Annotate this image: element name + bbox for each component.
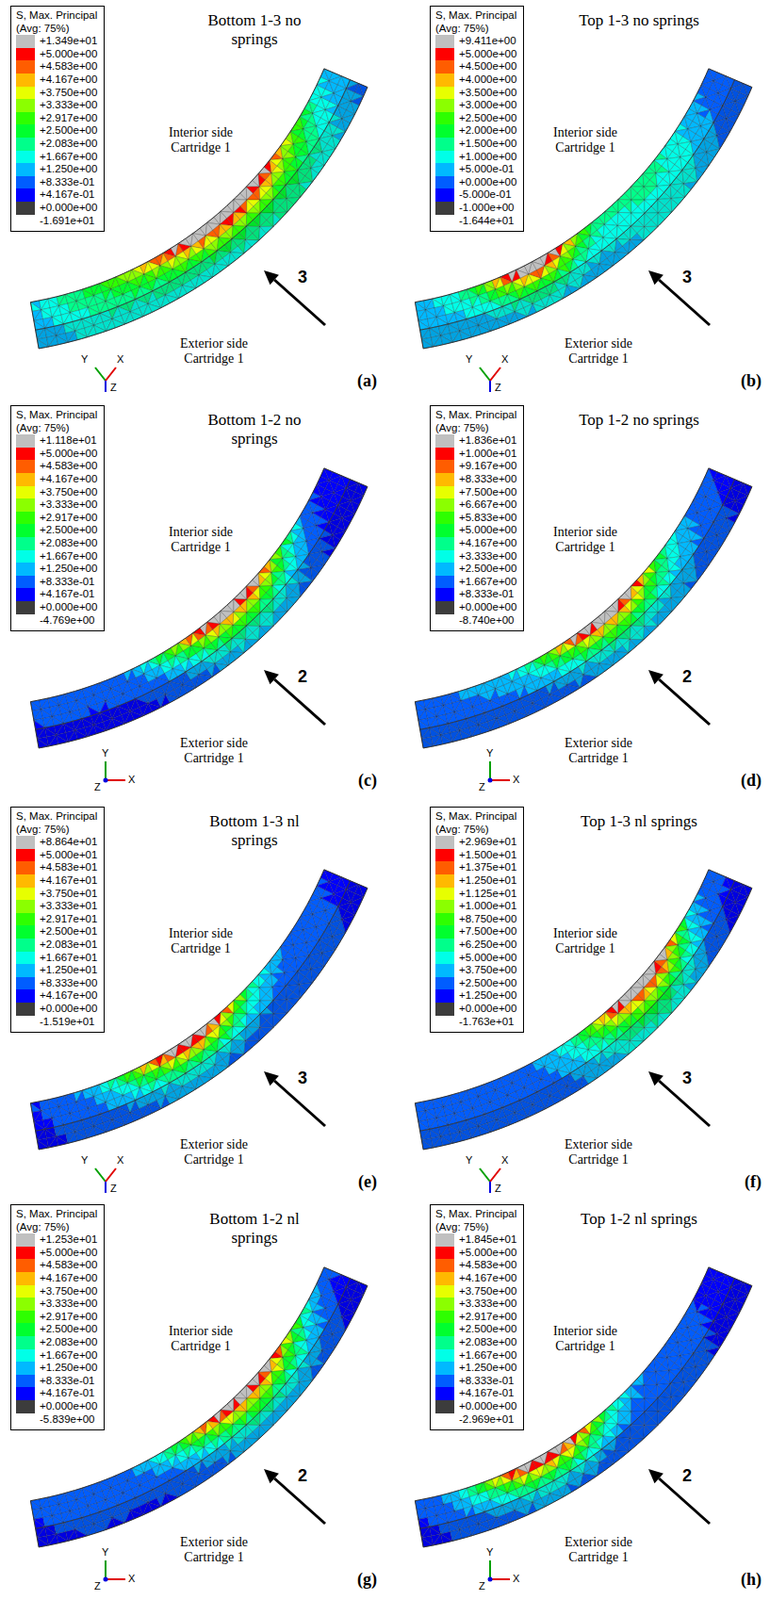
axis-triad (103, 761, 127, 784)
load-arrow (648, 270, 710, 326)
axis-triad (488, 761, 511, 784)
load-arrow (263, 270, 326, 326)
axis-line (490, 367, 501, 381)
axis-line (479, 367, 491, 381)
load-arrow (648, 670, 710, 725)
axis-z-dot (103, 778, 109, 784)
axis-line (95, 367, 106, 381)
axis-line (105, 367, 116, 381)
axis-z-dot (488, 778, 493, 784)
load-arrow (263, 670, 326, 725)
